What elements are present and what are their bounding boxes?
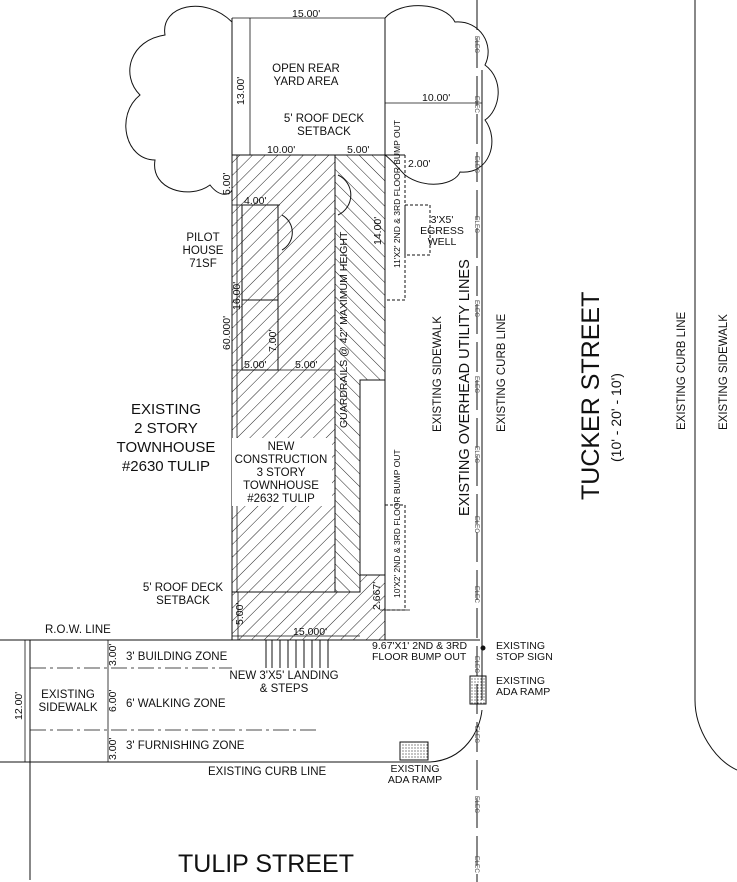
utility-elec-markers: ELEC ELEC ELEC ELEC ELEC ELEC ELEC ELEC …: [473, 36, 480, 873]
label-new-construction: TOWNHOUSE: [243, 480, 319, 492]
dim-pilot-5-right: 5.00': [295, 359, 317, 371]
elec-label: ELEC: [473, 36, 480, 53]
label-bump-out-front: FLOOR BUMP OUT: [372, 651, 467, 663]
label-stop-sign: STOP SIGN: [496, 651, 553, 663]
label-roof-deck-setback-bottom: SETBACK: [156, 595, 210, 607]
stop-sign-marker: [480, 645, 486, 651]
label-row-line: R.O.W. LINE: [45, 624, 111, 636]
label-existing-curb-line-vertical: EXISTING CURB LINE: [496, 313, 508, 432]
label-egress-well: WELL: [428, 236, 457, 248]
label-existing-townhouse: EXISTING: [131, 401, 201, 418]
label-pilot-house: 71SF: [189, 258, 217, 270]
label-existing-townhouse: 2 STORY: [134, 420, 198, 437]
dim-pilot-4: 4.00': [244, 195, 266, 207]
label-new-construction: #2632 TULIP: [247, 493, 315, 505]
dim-zone-3-bottom: 3.00': [107, 738, 119, 760]
label-bump-out-lower: 10'X2' 2ND & 3RD FLOOR BUMP OUT: [392, 449, 402, 598]
elec-label: ELEC: [473, 726, 480, 743]
label-new-construction: CONSTRUCTION: [235, 454, 328, 466]
label-pilot-house: PILOT: [186, 232, 219, 244]
elec-label: ELEC: [473, 656, 480, 673]
label-existing-townhouse: TOWNHOUSE: [117, 439, 216, 456]
label-new-construction: 3 STORY: [257, 467, 306, 479]
elec-label: ELEC: [473, 300, 480, 317]
dim-front-15: 15.000': [293, 626, 327, 638]
tree-left: [125, 5, 233, 195]
dim-zone-3-top: 3.00': [107, 644, 119, 666]
label-existing-curb-line-far: EXISTING CURB LINE: [676, 311, 688, 430]
label-ada-ramp-right: EXISTING: [496, 675, 545, 687]
elec-label: ELEC: [473, 96, 480, 113]
dim-zone-6: 6.00': [107, 690, 119, 712]
dim-setback-5: 5.00': [347, 144, 369, 156]
label-landing: & STEPS: [260, 683, 309, 695]
label-landing: NEW 3'X5' LANDING: [229, 670, 338, 682]
dim-rear-depth: 13.00': [235, 77, 247, 105]
label-existing-sidewalk-vertical: EXISTING SIDEWALK: [432, 316, 444, 432]
dim-front-5: 5.00': [234, 603, 246, 625]
dim-bump-2667: 2.667': [371, 582, 383, 610]
label-building-zone: 3' BUILDING ZONE: [126, 651, 228, 663]
elec-label: ELEC: [473, 156, 480, 173]
label-existing-sidewalk-left: EXISTING: [41, 689, 95, 701]
ada-ramp-bottom: [399, 741, 429, 761]
front-steps: [265, 640, 329, 668]
elec-label: ELEC: [473, 446, 480, 463]
elec-label: ELEC: [473, 586, 480, 603]
label-tucker-street-widths: (10' - 20' - 10'): [608, 373, 624, 462]
label-tulip-street: TULIP STREET: [178, 850, 354, 878]
dim-pilot-7: 7.00': [267, 330, 279, 352]
label-existing-sidewalk-far: EXISTING SIDEWALK: [718, 314, 730, 430]
label-ada-ramp-right: ADA RAMP: [496, 686, 550, 698]
label-pilot-house: HOUSE: [183, 245, 224, 257]
dim-sidewalk-12: 12.00': [13, 692, 25, 720]
elec-label: ELEC: [473, 856, 480, 873]
label-ada-ramp-bottom: ADA RAMP: [388, 774, 442, 786]
label-existing-sidewalk-left: SIDEWALK: [38, 702, 97, 714]
label-ada-ramp-bottom: EXISTING: [390, 763, 439, 775]
label-walking-zone: 6' WALKING ZONE: [126, 698, 226, 710]
label-roof-deck-setback-bottom: 5' ROOF DECK: [143, 582, 223, 594]
label-open-rear-yard: YARD AREA: [274, 76, 339, 88]
elec-label: ELEC: [473, 376, 480, 393]
label-bump-out-upper: 11'X2' 2ND & 3RD FLOOR BUMP OUT: [392, 120, 402, 268]
dim-tree-offset: 10.00': [422, 92, 450, 104]
label-bump-out-front: 9.67'X1' 2ND & 3RD: [372, 640, 467, 652]
dim-side-2: 2.00': [408, 158, 430, 170]
label-overhead-utility-lines: EXISTING OVERHEAD UTILITY LINES: [457, 259, 473, 516]
ada-ramp-right: [469, 675, 487, 705]
dim-pilot-16: 16.00': [231, 282, 243, 310]
label-existing-townhouse: #2630 TULIP: [122, 458, 210, 475]
label-roof-deck-setback-top: 5' ROOF DECK: [284, 113, 364, 125]
dimension-lines: [24, 17, 482, 762]
elec-label: ELEC: [473, 216, 480, 233]
label-furnishing-zone: 3' FURNISHING ZONE: [126, 740, 245, 752]
dim-rear-5: 5.00': [221, 173, 233, 195]
label-guardrails: GUARDRAILS @ 42" MAXIMUM HEIGHT: [338, 231, 350, 428]
label-egress-well: 3'X5': [431, 214, 454, 226]
dim-bump-14: 14.00': [372, 217, 384, 245]
label-egress-well: EGRESS: [420, 225, 464, 237]
label-open-rear-yard: OPEN REAR: [272, 63, 340, 75]
label-existing-curb-line-bottom: EXISTING CURB LINE: [208, 766, 327, 778]
label-stop-sign: EXISTING: [496, 640, 545, 652]
label-roof-deck-setback-top: SETBACK: [297, 126, 351, 138]
dim-pilot-5-left: 5.00': [244, 359, 266, 371]
elec-label: ELEC: [473, 796, 480, 813]
dim-top-width: 15.00': [292, 8, 320, 20]
label-new-construction: NEW: [268, 441, 295, 453]
dim-setback-10: 10.00': [267, 144, 295, 156]
tree-right: [384, 5, 499, 185]
elec-label: ELEC: [473, 516, 480, 533]
dim-lot-60: 60.000': [221, 316, 233, 350]
label-tucker-street: TUCKER STREET: [577, 292, 605, 500]
